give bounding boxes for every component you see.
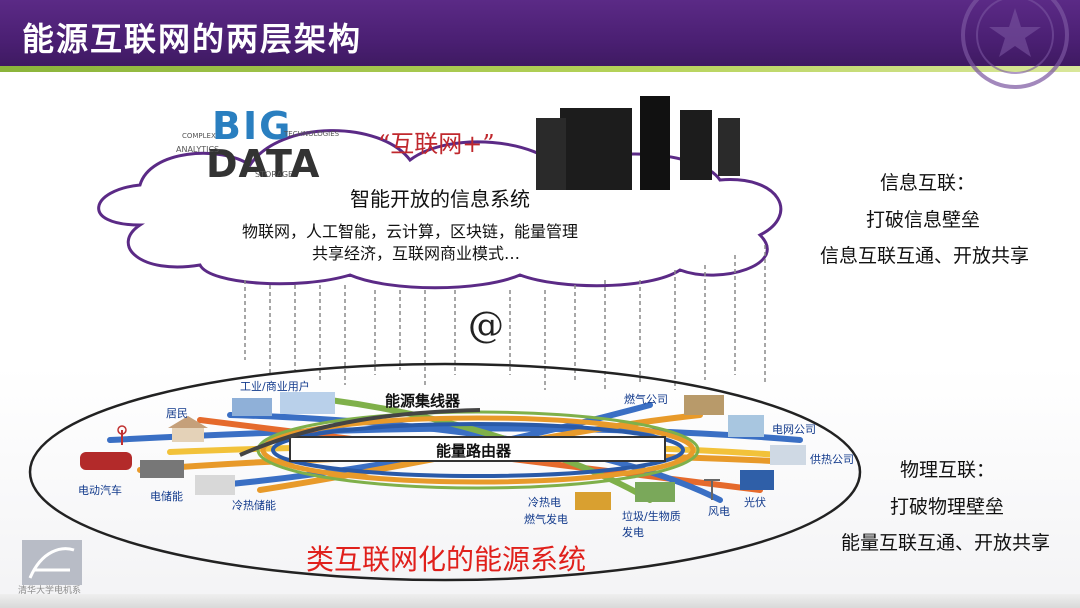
house-icon [168,416,208,442]
bigdata-word-1: ANALYTICS [176,145,220,154]
info-system-line2: 共享经济，互联网商业模式… [312,244,521,263]
title-underline [0,66,1080,72]
footer-bar [0,594,1080,608]
physical-interconnect-line2: 能量互联互通、开放共享 [841,532,1051,554]
at-symbol: @ [468,305,504,346]
bigdata-word-2: STORAGE [255,170,294,179]
node-cold-heat-storage: 冷热储能 [232,499,276,512]
tsinghua-ee-logo-icon [22,540,82,585]
node-gas-company: 燃气公司 [624,393,668,406]
bigdata-data-word: DATA [206,142,321,186]
cold-heat-storage-icon [195,475,235,495]
antenna-icon [117,425,127,445]
bigdata-word-4: COMPLEX [182,132,216,140]
info-interconnect-line1: 打破信息壁垒 [866,209,981,231]
slide-title: 能源互联网的两层架构 [22,20,363,58]
storage-icon [140,460,184,478]
node-ev: 电动汽车 [78,484,122,497]
grid-company-icon [728,415,764,437]
physical-layer-ellipse [28,362,862,582]
concentrator-label: 能源集线器 [385,392,461,410]
physical-interconnect-line1: 打破物理壁垒 [890,496,1005,518]
ev-car-icon [80,452,132,470]
info-system-line1: 物联网，人工智能，云计算，区块链，能量管理 [242,222,579,241]
node-resident: 居民 [166,407,188,420]
gas-company-icon [684,395,724,415]
router-label: 能量路由器 [436,442,512,460]
biomass-icon [635,482,675,502]
physical-interconnect-label: 物理互联： [900,459,996,481]
node-chp-line1: 冷热电 [528,496,561,509]
bigdata-word-3: TECHNOLOGIES [284,130,340,138]
info-interconnect-label: 信息互联： [880,172,976,194]
node-storage: 电储能 [150,490,183,503]
server-rack-icon [536,96,740,190]
wind-icon [704,479,720,500]
energy-router-box [289,436,666,462]
heat-company-icon [770,445,806,465]
node-pv: 光伏 [744,496,766,509]
node-biomass-line2: 发电 [622,526,644,539]
info-interconnect-line2: 信息互联互通、开放共享 [820,245,1030,267]
node-industrial: 工业/商业用户 [240,380,310,393]
industrial-icon [232,392,335,416]
node-icons [80,392,806,510]
internet-plus-label: “互联网+” [378,130,495,158]
node-wind: 风电 [708,505,730,518]
bigdata-big-word: BIG [212,104,293,148]
node-biomass-line1: 垃圾/生物质 [622,510,681,523]
tsinghua-seal-icon [961,0,1069,89]
node-chp-line2: 燃气发电 [524,513,568,526]
bottom-title: 类互联网化的能源系统 [306,543,587,576]
pv-icon [740,470,774,490]
footer-logo-text: 清华大学电机系 [18,586,82,596]
info-system-heading: 智能开放的信息系统 [350,187,530,211]
concentrator-line [239,408,481,457]
chp-icon [575,492,611,510]
node-heat-company: 供热公司 [810,453,854,466]
node-grid-company: 电网公司 [772,423,816,436]
title-bar: 能源互联网的两层架构 [0,0,1080,70]
